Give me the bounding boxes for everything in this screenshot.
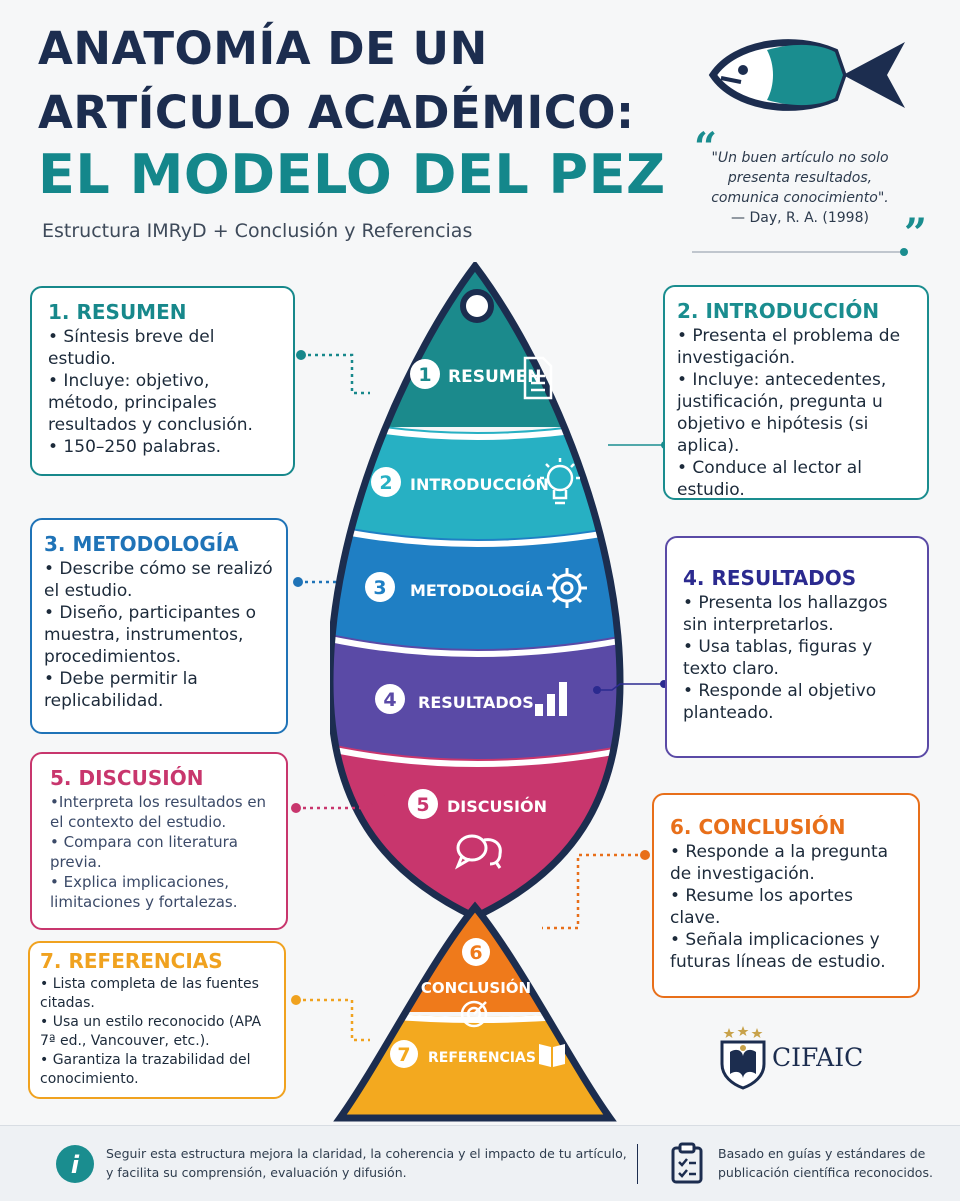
box-conclusion: 6. CONCLUSIÓN • Responde a la pregunta d… <box>652 793 920 998</box>
title-line-1: ANATOMÍA DE UN <box>38 22 488 75</box>
quote-close-mark: ” <box>904 210 928 257</box>
title-line-3: EL MODELO DEL PEZ <box>38 143 666 206</box>
info-icon-glyph: i <box>71 1151 80 1179</box>
quote-divider <box>692 248 908 256</box>
section-2-label: INTRODUCCIÓN <box>410 475 549 494</box>
subtitle: Estructura IMRyD + Conclusión y Referenc… <box>42 220 473 242</box>
section-3-number: 3 <box>373 577 386 599</box>
footer-left-line-1: Seguir esta estructura mejora la clarida… <box>106 1146 627 1161</box>
box-resultados-item: • Presenta los hallazgos sin interpretar… <box>683 593 888 635</box>
box-resultados: 4. RESULTADOS • Presenta los hallazgos s… <box>665 536 929 758</box>
footer-right-text: Basado en guías y estándares de publicac… <box>718 1144 933 1182</box>
section-6-label: CONCLUSIÓN <box>421 978 531 997</box>
section-2-number: 2 <box>379 472 392 494</box>
box-introduccion-item: • Incluye: antecedentes, justificación, … <box>677 370 887 456</box>
box-conclusion-item: • Resume los aportes clave. <box>670 886 853 928</box>
quote-open-mark: “ <box>694 124 718 171</box>
target-icon <box>460 1000 488 1028</box>
box-introduccion-title: 2. INTRODUCCIÓN <box>677 299 880 323</box>
section-7-number: 7 <box>397 1044 410 1066</box>
box-introduccion: 2. INTRODUCCIÓN • Presenta el problema d… <box>663 285 929 500</box>
section-3-label: METODOLOGÍA <box>410 581 544 600</box>
info-icon: i <box>56 1145 94 1183</box>
cifaic-logo-text: CIFAIC <box>772 1043 864 1072</box>
box-discusion: 5. DISCUSIÓN •Interpreta los resultados … <box>30 752 288 930</box>
section-4-number: 4 <box>383 689 396 711</box>
section-1-label: RESUMEN <box>448 367 542 387</box>
footer-right-line-2: publicación científica reconocidos. <box>718 1165 933 1180</box>
title-line-2: ARTÍCULO ACADÉMICO: <box>38 86 635 139</box>
box-discusion-item: •Interpreta los resultados en el context… <box>50 793 267 831</box>
box-metodologia-item: • Debe permitir la replicabilidad. <box>44 669 198 711</box>
fish-eye <box>460 289 494 323</box>
box-referencias-item: • Usa un estilo reconocido (APA 7ª ed., … <box>40 1014 262 1049</box>
box-discusion-title: 5. DISCUSIÓN <box>50 766 204 790</box>
fish-band-metodologia <box>330 524 620 657</box>
quote-body: "Un buen artículo no solo presenta resul… <box>711 150 889 206</box>
section-1-number: 1 <box>418 364 431 386</box>
box-conclusion-title: 6. CONCLUSIÓN <box>670 815 846 839</box>
footer-right-line-1: Basado en guías y estándares de <box>718 1146 926 1161</box>
footer-left-text: Seguir esta estructura mejora la clarida… <box>106 1144 627 1182</box>
box-discusion-item: • Compara con literatura previa. <box>50 833 238 871</box>
gear-icon <box>547 568 587 608</box>
box-resumen: 1. RESUMEN • Síntesis breve del estudio.… <box>30 286 295 476</box>
clipboard-check-icon <box>671 1142 703 1184</box>
quote-text: "Un buen artículo no solo presenta resul… <box>700 148 900 228</box>
box-introduccion-item: • Conduce al lector al estudio. <box>677 458 862 500</box>
box-metodologia: 3. METODOLOGÍA • Describe cómo se realiz… <box>30 518 288 734</box>
box-resumen-item: • Síntesis breve del estudio. <box>48 327 215 369</box>
box-introduccion-item: • Presenta el problema de investigación. <box>677 326 901 368</box>
box-resumen-title: 1. RESUMEN <box>48 300 187 324</box>
fish-logo-icon <box>708 39 905 111</box>
footer-left-line-2: y facilita su comprensión, evaluación y … <box>106 1165 407 1180</box>
box-metodologia-title: 3. METODOLOGÍA <box>44 532 239 556</box>
lightbulb-icon <box>540 458 580 505</box>
chat-bubbles-icon <box>454 834 502 870</box>
box-resumen-item: • Incluye: objetivo, método, principales… <box>48 371 253 435</box>
section-5-number: 5 <box>416 794 429 816</box>
box-metodologia-item: • Describe cómo se realizó el estudio. <box>44 559 273 601</box>
box-conclusion-item: • Señala implicaciones y futuras líneas … <box>670 930 886 972</box>
fish-band-resultados <box>330 634 620 767</box>
section-7-label: REFERENCIAS <box>428 1050 536 1066</box>
connector-lines <box>291 350 669 1042</box>
box-referencias: 7. REFERENCIAS • Lista completa de las f… <box>28 941 286 1099</box>
box-referencias-title: 7. REFERENCIAS <box>40 949 223 973</box>
box-resultados-item: • Usa tablas, figuras y texto claro. <box>683 637 873 679</box>
box-resumen-item: • 150–250 palabras. <box>48 437 222 457</box>
bar-chart-icon <box>535 682 567 716</box>
section-4-label: RESULTADOS <box>418 693 534 712</box>
footer-divider <box>637 1144 638 1184</box>
section-5-label: DISCUSIÓN <box>447 797 547 816</box>
fish-diagram: 1 RESUMEN 2 INTRODUCCIÓN 3 METODOLOGÍA 4… <box>330 262 624 1122</box>
box-metodologia-item: • Diseño, participantes o muestra, instr… <box>44 603 256 667</box>
fish-band-introduccion <box>330 417 620 547</box>
book-icon <box>539 1044 565 1067</box>
box-referencias-item: • Garantiza la trazabilidad del conocimi… <box>40 1052 251 1087</box>
box-referencias-item: • Lista completa de las fuentes citadas. <box>40 976 259 1011</box>
cifaic-shield-icon <box>720 1026 766 1090</box>
box-resultados-item: • Responde al objetivo planteado. <box>683 681 877 723</box>
section-6-number: 6 <box>469 942 482 964</box>
box-discusion-item: • Explica implicaciones, limitaciones y … <box>50 873 238 911</box>
box-conclusion-item: • Responde a la pregunta de investigació… <box>670 842 889 884</box>
document-icon <box>523 356 553 400</box>
footer-bar: i Seguir esta estructura mejora la clari… <box>0 1125 960 1201</box>
box-resultados-title: 4. RESULTADOS <box>683 566 857 590</box>
quote-author: — Day, R. A. (1998) <box>731 210 869 226</box>
